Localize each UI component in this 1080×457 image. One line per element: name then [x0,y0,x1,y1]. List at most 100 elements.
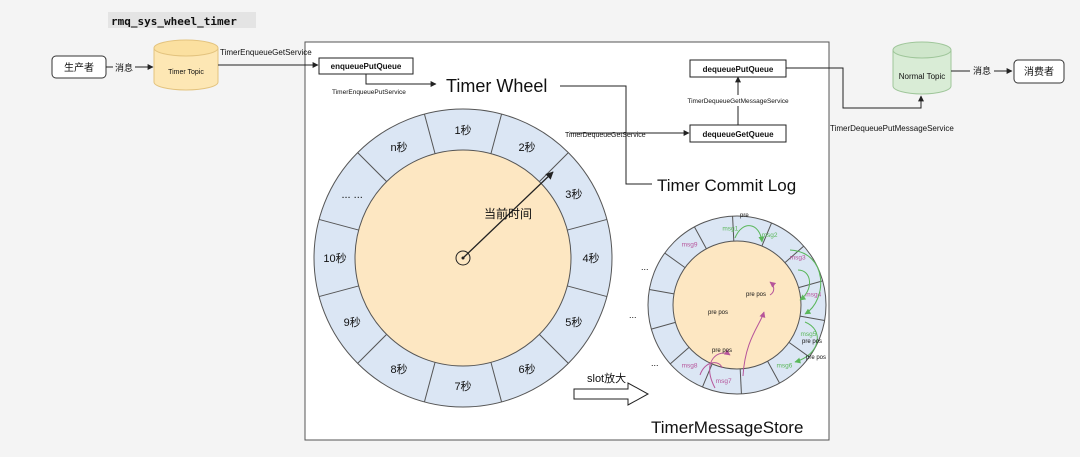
wheel-slot-label: 6秒 [518,362,535,376]
slot-spoke [649,289,675,295]
store-label: TimerMessageStore [651,418,803,437]
slot-msg-label: msg7 [716,378,732,385]
code-title-bg [108,12,256,28]
wheel-spoke [567,218,608,231]
wheel-slot-label: 5秒 [565,315,582,329]
wheel-slot-label: 1秒 [454,123,471,137]
wheel-slot-label: n秒 [390,140,407,154]
slot-spoke [788,341,810,358]
wheel-slot-label: ... ... [341,189,362,201]
wheel-spoke [490,113,503,154]
dequeue-put-message-service-label: TimerDequeuePutMessageService [830,124,954,133]
slot-msg-label: msg2 [762,232,778,239]
slot-msg-label: msg1 [722,225,738,232]
zoom-label: slot放大 [587,371,626,385]
center-pre-pos-0: pre pos [746,292,766,298]
slot-spoke [664,252,686,269]
slot-spoke [798,280,823,289]
dequeue-put-arrow [786,67,924,109]
producer-edge-label: 消息 [115,62,133,73]
dequeue-get-message-service-label: TimerDequeueGetMessageService [687,98,789,105]
wheel-spoke [490,362,503,403]
slot-msg-label: msg9 [682,241,698,248]
slot-spoke [732,216,735,242]
pre-pos-arrow-4 [699,362,723,376]
slot-ellipsis-2: ... [651,358,659,368]
pre-pos-arrow-3 [769,281,777,296]
slot-msg-label: msg3 [790,255,806,262]
wheel-slot-label: 9秒 [344,315,361,329]
wheel-spoke [539,334,569,364]
outer-pre-label: pre [740,213,749,219]
outer-arrow-3 [789,249,822,315]
slot-spokes [649,216,825,394]
center-pre-pos-2: pre pos [712,348,732,354]
timer-wheel-label: Timer Wheel [446,76,547,96]
slot-inner-disc [672,240,802,370]
outer-pre-pos-1: pre pos [806,355,826,361]
slot-spoke [784,245,805,264]
slot-messages: msg1 msg2 msg3 msg4 msg5 msg6 msg7 msg8 msg9 [682,225,822,385]
slot-spoke [739,368,742,394]
slot-ellipsis-1: ... [629,310,637,320]
slot-msg-label: msg8 [682,363,698,370]
enqueue-put-arrow [365,74,437,87]
commit-log-connector [560,85,652,185]
slot-spoke [799,315,825,321]
code-title: rmq_sys_wheel_timer [111,15,237,28]
wheel-slot-label: 2秒 [518,140,535,154]
wheel-slot-label: 4秒 [582,251,599,265]
wheel-spoke [318,218,359,231]
slot-spoke [669,346,690,365]
timer-topic-label: Timer Topic [168,69,204,76]
slot-spoke [651,321,676,330]
wheel-spoke [357,334,387,364]
timer-topic-cylinder [153,39,219,91]
wheel-spoke [357,152,387,182]
enqueue-put-queue-label: enqueuePutQueue [331,62,402,71]
wheel-slot-label: 7秒 [454,379,471,393]
dequeue-get-queue-label: dequeueGetQueue [702,130,774,139]
center-pre-pos-1: pre pos [708,310,728,316]
enqueue-put-service-label: TimerEnqueuePutService [332,89,406,96]
wheel-slot-label: 8秒 [390,362,407,376]
wheel-spoke [423,113,436,154]
outer-pre-arrow [734,225,765,243]
dequeue-get-message-bg [676,95,800,106]
outer-arrow-2 [797,269,810,301]
producer-label: 生产者 [64,61,94,74]
outer-pre-pos-0: pre pos [802,339,822,345]
consumer-node [1013,59,1065,84]
normal-topic-cylinder [892,41,952,95]
slot-msg-label: msg4 [805,291,821,298]
dequeue-get-service-label: TimerDequeueGetService [565,132,646,139]
wheel-spoke [539,152,569,182]
consumer-edge-bg [970,65,994,77]
wheel-pointer [462,171,554,259]
wheel-spoke [318,285,359,298]
wheel-spoke [567,285,608,298]
slot-ellipsis-0: ... [641,262,649,272]
slot-spoke [767,360,781,384]
dequeue-put-queue-label: dequeuePutQueue [703,65,774,74]
wheel-labels: n秒 1秒 2秒 3秒 4秒 5秒 6秒 7秒 8秒 9秒 10秒 ... ... [323,123,599,393]
wheel-slot-label: 3秒 [565,187,582,201]
slot-msg-label: msg5 [800,331,816,338]
commit-log-label: Timer Commit Log [657,176,796,195]
consumer-label: 消费者 [1024,65,1054,78]
pre-pos-arrow-2 [742,311,766,377]
current-time-label: 当前时间 [484,206,532,221]
slot-spoke [693,226,707,250]
slot-spoke [701,363,713,388]
wheel-center [455,250,471,266]
slot-msg-label: msg6 [776,363,792,370]
wheel-spokes [318,113,608,403]
enqueue-get-service-label: TimerEnqueueGetService [220,48,312,57]
pre-pos-arrow-1 [709,349,731,389]
zoom-arrow [573,382,650,406]
outer-arrow-4 [794,321,818,364]
wheel-slot-label: 10秒 [323,251,346,265]
consumer-edge-label: 消息 [973,65,991,76]
